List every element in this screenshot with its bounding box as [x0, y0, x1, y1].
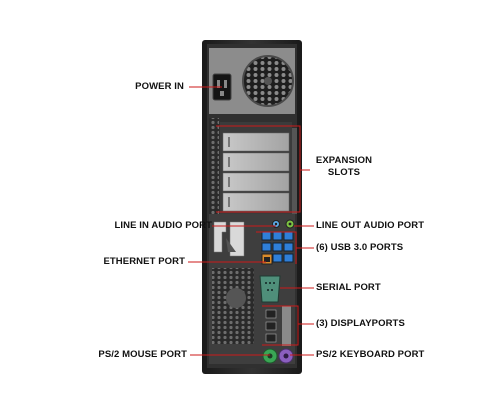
label-expansion-slots-line1: EXPANSION	[315, 155, 373, 166]
label-expansion-slots: EXPANSION SLOTS	[312, 155, 376, 179]
label-ps2-keyboard-port: PS/2 KEYBOARD PORT	[316, 349, 425, 360]
label-line-out-audio-port: LINE OUT AUDIO PORT	[316, 220, 425, 231]
label-serial-port: SERIAL PORT	[316, 282, 381, 293]
label-usb-ports: (6) USB 3.0 PORTS	[316, 242, 404, 253]
displayport-connectors	[265, 309, 277, 343]
callout-lines	[188, 86, 314, 356]
label-expansion-slots-line2: SLOTS	[327, 167, 361, 178]
label-line-in-audio-port: LINE IN AUDIO PORT	[114, 220, 212, 231]
label-ethernet-port: ETHERNET PORT	[103, 256, 185, 267]
serial-connector	[259, 275, 281, 303]
label-power-in: POWER IN	[135, 81, 184, 92]
label-ps2-mouse-port: PS/2 MOUSE PORT	[98, 349, 187, 360]
label-displayports: (3) DISPLAYPORTS	[316, 318, 405, 329]
